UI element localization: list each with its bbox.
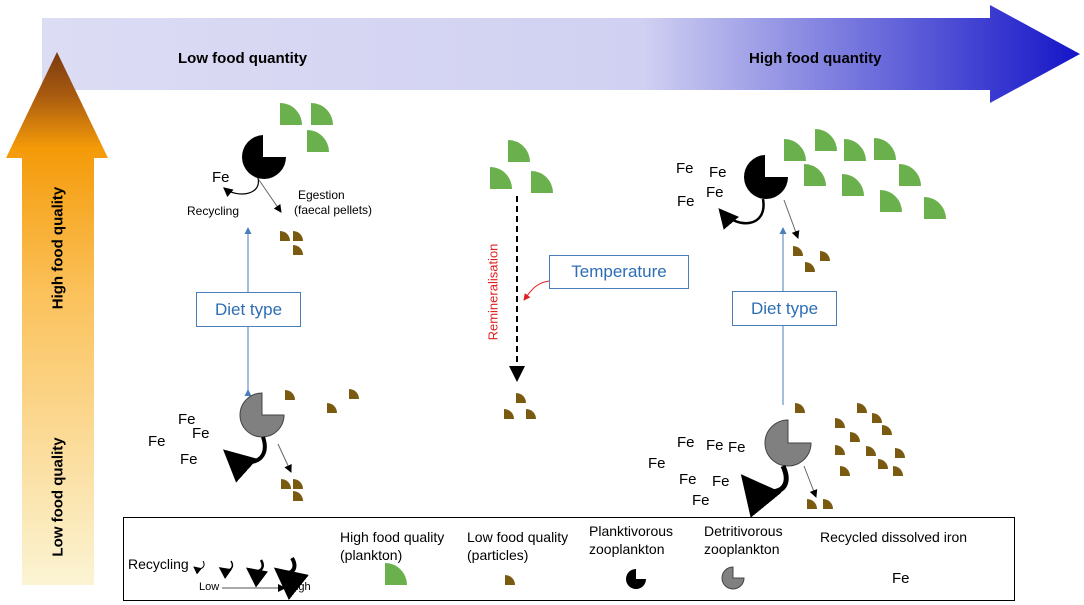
planktivorous-zooplankton-top-left bbox=[242, 135, 286, 179]
high-quantity-label: High food quantity bbox=[749, 50, 882, 67]
plankton-piece bbox=[311, 103, 333, 125]
recycling-arrow-bottom-left bbox=[223, 436, 267, 483]
fe-label: Fe bbox=[677, 434, 695, 451]
fe-label: Fe bbox=[180, 451, 198, 468]
fe-label: Fe bbox=[709, 164, 727, 181]
recycling-arrow-bottom-right bbox=[740, 464, 789, 518]
legend-high-quality-label: High food quality bbox=[340, 529, 445, 545]
fe-label: Fe bbox=[728, 439, 746, 456]
recycling-arrow-top-left bbox=[223, 177, 259, 198]
legend-iron-symbol: Fe bbox=[892, 570, 910, 587]
fe-label: Fe bbox=[706, 184, 724, 201]
recycling-label: Recycling bbox=[187, 204, 240, 218]
food-quality-arrow bbox=[6, 52, 108, 585]
legend-detritivorous-label: Detritivorous bbox=[704, 523, 783, 539]
diet-type-box-left: Diet type bbox=[196, 292, 301, 327]
fe-label: Fe bbox=[679, 471, 697, 488]
egestion-arrow-bottom-left bbox=[277, 443, 292, 473]
legend-low-label: Low bbox=[199, 581, 220, 593]
legend-planktivorous-sub: zooplankton bbox=[589, 541, 665, 557]
legend-detritivorous-sub: zooplankton bbox=[704, 541, 780, 557]
legend-planktivore-icon bbox=[626, 569, 646, 589]
legend-box bbox=[123, 517, 1015, 601]
recycling-arrow-top-right bbox=[718, 198, 765, 230]
legend-iron-label: Recycled dissolved iron bbox=[820, 529, 968, 545]
particles-top-right bbox=[793, 246, 830, 272]
temperature-arrow bbox=[523, 280, 550, 301]
remineralisation-label: Remineralisation bbox=[485, 243, 501, 341]
legend-low-quality-label: Low food quality bbox=[467, 529, 569, 545]
plankton-cluster-top-right bbox=[784, 129, 946, 219]
low-quantity-label: Low food quantity bbox=[178, 50, 308, 67]
low-quality-label: Low food quality bbox=[49, 437, 67, 557]
egestion-arrow-top-left bbox=[258, 179, 282, 213]
fe-label: Fe bbox=[692, 492, 710, 509]
particles-bottom-right bbox=[795, 403, 905, 509]
legend-low-quality-sub: (particles) bbox=[467, 547, 529, 563]
diet-type-box-right: Diet type bbox=[732, 291, 837, 326]
particles-middle bbox=[504, 393, 536, 419]
legend-high-quality-sub: (plankton) bbox=[340, 547, 403, 563]
planktivorous-zooplankton-top-right bbox=[744, 155, 788, 199]
plankton-cluster-top-left bbox=[280, 103, 333, 152]
fe-label: Fe bbox=[192, 425, 210, 442]
fe-label: Fe bbox=[676, 160, 694, 177]
plankton-cluster-middle bbox=[490, 140, 553, 193]
egestion-label: Egestion bbox=[298, 188, 345, 202]
food-quantity-arrow bbox=[42, 5, 1080, 103]
fe-label: Fe bbox=[178, 411, 196, 428]
detritivorous-zooplankton-bottom-right bbox=[764, 419, 812, 467]
fe-label: Fe bbox=[648, 455, 666, 472]
plankton-piece bbox=[307, 130, 329, 152]
fe-label: Fe bbox=[148, 433, 166, 450]
legend-recycling-icons bbox=[193, 556, 309, 600]
legend-high-label: High bbox=[288, 581, 311, 593]
egestion-arrow-bottom-right bbox=[803, 465, 818, 498]
particles-bottom-left bbox=[281, 389, 359, 501]
fe-label: Fe bbox=[212, 169, 230, 186]
fe-label: Fe bbox=[712, 473, 730, 490]
faecal-pellets-label: (faecal pellets) bbox=[294, 203, 373, 217]
high-quality-label: High food quality bbox=[49, 186, 67, 310]
detritivorous-zooplankton-bottom-left bbox=[239, 392, 285, 438]
plankton-piece bbox=[280, 103, 302, 125]
egestion-arrow-top-right bbox=[783, 199, 800, 239]
fe-label: Fe bbox=[706, 437, 724, 454]
temperature-box: Temperature bbox=[549, 255, 689, 289]
fe-label: Fe bbox=[677, 193, 695, 210]
particles-top-left bbox=[280, 231, 303, 255]
legend-recycling-label: Recycling bbox=[128, 556, 189, 572]
legend-detritivore-icon bbox=[721, 566, 745, 590]
legend-planktivorous-label: Planktivorous bbox=[589, 523, 674, 539]
